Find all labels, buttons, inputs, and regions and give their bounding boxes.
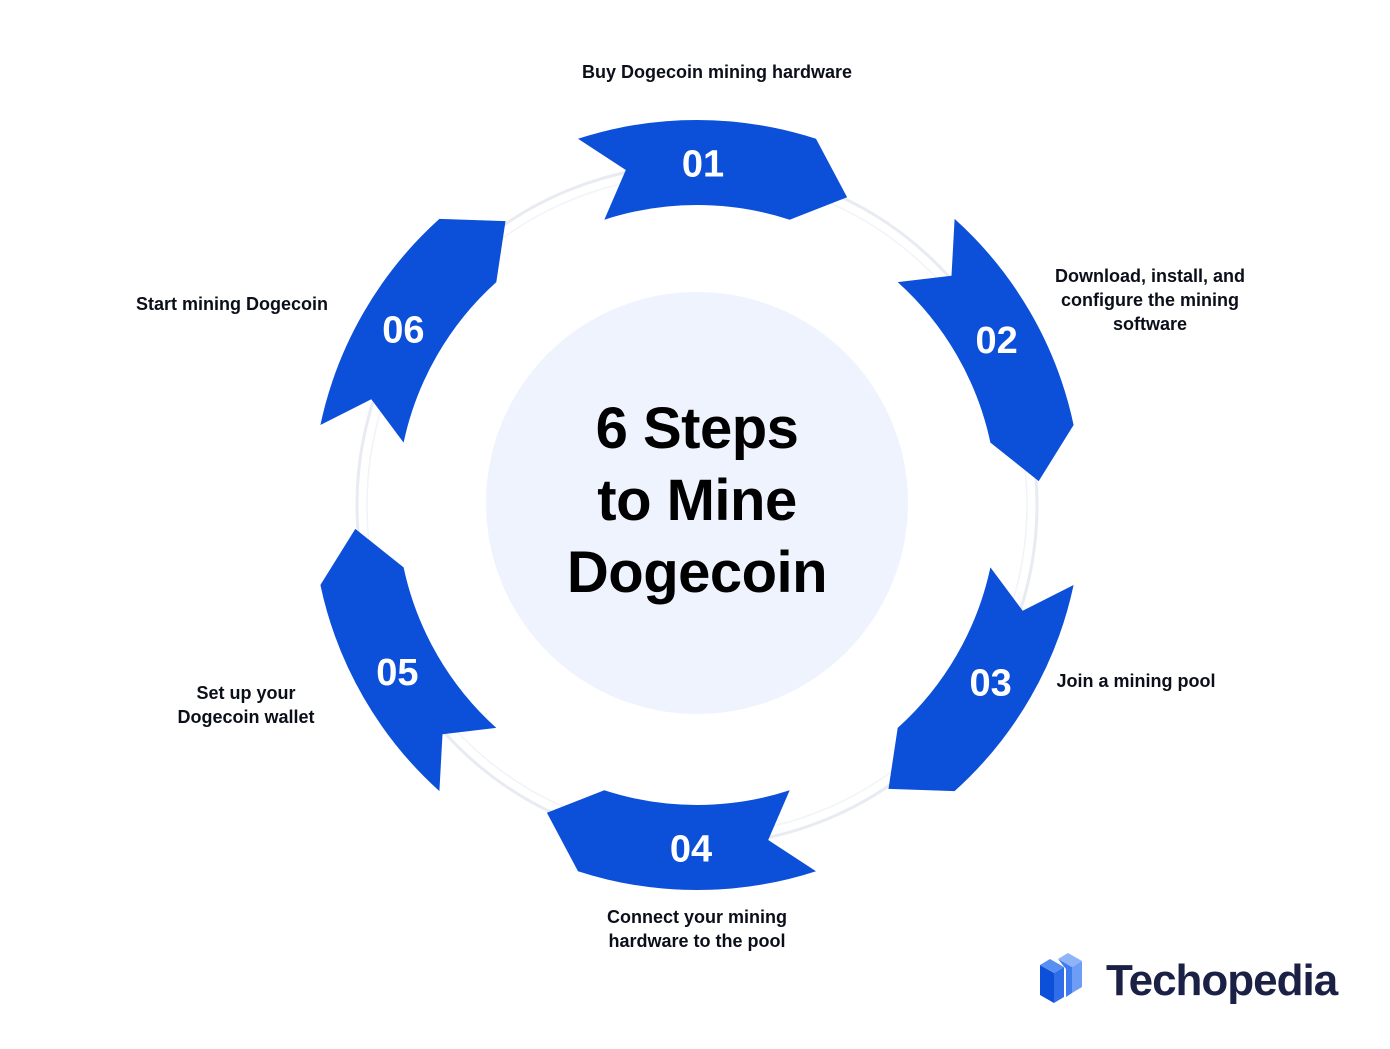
step-label-3: Join a mining pool [1056,671,1216,691]
step-number-1: 01 [682,144,724,186]
step-label-1: Buy Dogecoin mining hardware [581,62,853,82]
step-number-5: 05 [376,652,418,694]
step-arrow-4 [546,790,816,891]
step-label-2: Download, install, and configure the min… [1054,266,1245,334]
step-arrow-6 [320,218,506,443]
center-disc [486,292,908,714]
step-arrow-2 [897,218,1074,482]
step-arrow-3 [888,567,1074,792]
step-number-2: 02 [975,320,1017,362]
step-arrow-1 [578,119,848,220]
step-label-5: Set up your Dogecoin wallet [177,683,315,727]
step-arrow-5 [320,528,497,792]
diagram-title: 6 Steps to Mine Dogecoin [566,396,828,605]
techopedia-logo-icon [1040,953,1082,1003]
step-label-6: Start mining Dogecoin [135,294,328,314]
step-number-3: 03 [969,662,1011,704]
step-number-4: 04 [670,828,712,870]
brand-name: Techopedia [1106,956,1338,1005]
step-label-4: Connect your mining hardware to the pool [607,907,787,951]
step-number-6: 06 [382,310,424,352]
